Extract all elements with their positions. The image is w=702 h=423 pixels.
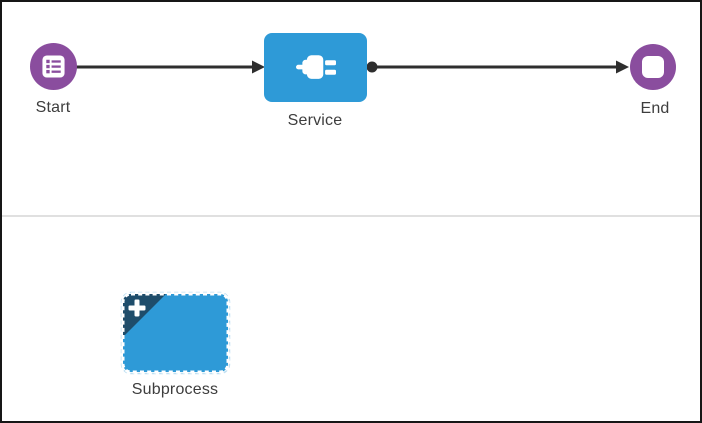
plus-icon <box>128 299 146 317</box>
subprocess-label: Subprocess <box>131 381 219 398</box>
start-event-node[interactable] <box>30 43 77 90</box>
form-list-icon <box>42 55 65 78</box>
subprocess-element[interactable] <box>119 2 232 89</box>
flow-canvas-section: Start Service End <box>2 2 700 215</box>
stop-square-icon <box>642 56 664 78</box>
connector-dot-icon <box>366 61 378 73</box>
end-event-node[interactable] <box>630 44 676 90</box>
palette-canvas-section <box>2 217 700 421</box>
end-node-label: End <box>640 100 670 117</box>
arrowhead-icon <box>616 60 629 74</box>
connector-service-to-end[interactable] <box>366 60 630 74</box>
subprocess-corner-triangle <box>123 294 166 337</box>
service-node-label: Service <box>287 112 343 129</box>
start-node-label: Start <box>35 99 71 116</box>
canvas-divider <box>2 215 700 217</box>
plug-icon <box>295 55 336 79</box>
service-task-node[interactable] <box>264 33 367 102</box>
subprocess-element[interactable] <box>119 290 232 377</box>
